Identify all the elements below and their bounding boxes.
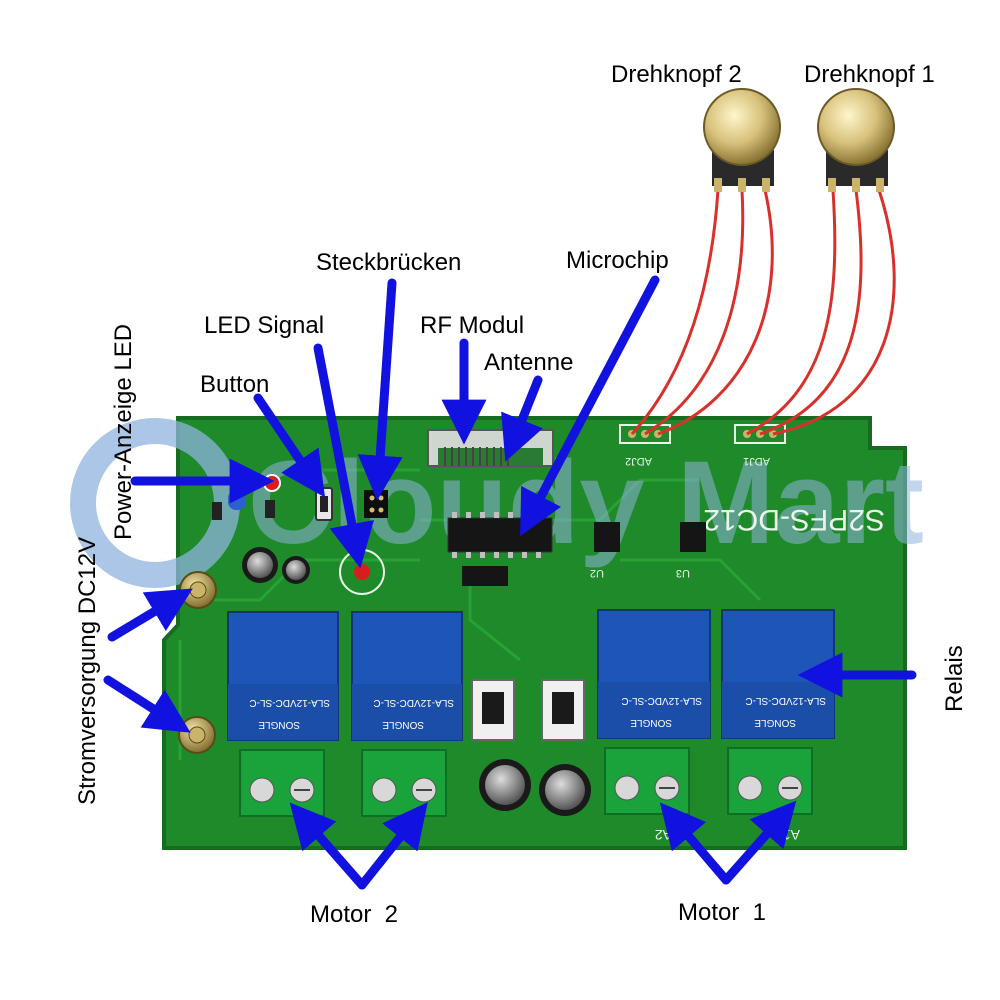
silkscreen-adj2: ADJ2 bbox=[625, 455, 652, 467]
silkscreen-u3: U3 bbox=[676, 567, 690, 579]
smd-component bbox=[212, 502, 222, 520]
smd-component bbox=[265, 500, 275, 518]
label-relais: Relais bbox=[941, 645, 968, 712]
microchip bbox=[447, 512, 553, 558]
arrow-steckbruecken bbox=[357, 278, 403, 501]
arrow-microchip bbox=[520, 275, 660, 537]
potentiometer-1 bbox=[817, 88, 895, 192]
motor2-terminal-left bbox=[239, 749, 325, 817]
label-power-anzeige-led: Power-Anzeige LED bbox=[110, 323, 137, 540]
electrolytic-capacitor-large bbox=[479, 759, 531, 811]
arrow-button bbox=[253, 393, 326, 498]
power-terminal-positive bbox=[179, 571, 217, 609]
board-model-text: S2PFS-DC12 bbox=[703, 503, 885, 536]
callout-arrows bbox=[103, 275, 917, 890]
electrolytic-capacitor-large bbox=[539, 764, 591, 816]
motor1-terminal-right bbox=[727, 747, 813, 815]
ic-u2 bbox=[594, 522, 620, 552]
arrow-power-minus bbox=[103, 675, 191, 733]
blue-capacitor bbox=[228, 490, 246, 510]
relay-brand: SONGLE bbox=[630, 717, 672, 728]
electrolytic-capacitor-small bbox=[282, 556, 310, 584]
rf-module bbox=[427, 429, 554, 467]
arrow-motor2-a bbox=[289, 802, 367, 890]
relay-3: SLA-12VDC-SL-C SONGLE bbox=[597, 609, 711, 739]
relay-brand: SONGLE bbox=[382, 719, 424, 730]
label-button: Button bbox=[200, 371, 270, 398]
label-motor-2: Motor 2 bbox=[310, 901, 399, 928]
silkscreen-a1: A1 bbox=[783, 827, 800, 843]
arrow-led-signal bbox=[313, 343, 374, 569]
relay-model: SLA-12VDC-SL-C bbox=[621, 695, 702, 706]
label-steckbruecken: Steckbrücken bbox=[316, 249, 462, 276]
relay-model: SLA-12VDC-SL-C bbox=[745, 695, 826, 706]
jumper-header bbox=[364, 490, 388, 518]
relay-1: SLA-12VDC-SL-C SONGLE bbox=[227, 611, 339, 741]
relay-model: SLA-12VDC-SL-C bbox=[373, 697, 454, 708]
electrolytic-capacitor-small bbox=[242, 547, 278, 583]
silkscreen-a2: A2 bbox=[655, 827, 672, 843]
label-led-signal: LED Signal bbox=[204, 312, 325, 339]
power-led bbox=[263, 474, 281, 492]
voltage-regulator-2 bbox=[541, 679, 585, 741]
motor1-terminal-left bbox=[604, 747, 690, 815]
relay-model: SLA-12VDC-SL-C bbox=[249, 697, 330, 708]
relay-brand: SONGLE bbox=[754, 717, 796, 728]
label-microchip: Microchip bbox=[566, 247, 669, 274]
label-motor-1: Motor 1 bbox=[678, 899, 767, 926]
relay-2: SLA-12VDC-SL-C SONGLE bbox=[351, 611, 463, 741]
smd-chip bbox=[462, 566, 508, 586]
push-button bbox=[315, 487, 333, 521]
potentiometer-2 bbox=[703, 88, 781, 192]
label-antenne: Antenne bbox=[484, 349, 574, 376]
silkscreen-u2: U2 bbox=[590, 567, 604, 579]
arrow-motor1-b bbox=[721, 800, 797, 885]
arrow-antenne bbox=[501, 375, 543, 462]
label-drehknopf-2: Drehknopf 2 bbox=[611, 61, 742, 88]
label-rf-modul: RF Modul bbox=[420, 312, 525, 339]
motor2-terminal-right bbox=[361, 749, 447, 817]
relay-brand: SONGLE bbox=[258, 719, 300, 730]
arrow-power-plus bbox=[107, 588, 193, 642]
label-stromversorgung: Stromversorgung DC12V bbox=[74, 536, 101, 805]
power-terminal-negative bbox=[178, 716, 216, 754]
arrow-motor2-b bbox=[357, 802, 428, 890]
silkscreen-adj1: ADJ1 bbox=[743, 455, 770, 467]
ic-u3 bbox=[680, 522, 706, 552]
arrow-motor1-a bbox=[659, 802, 731, 885]
label-drehknopf-1: Drehknopf 1 bbox=[804, 61, 935, 88]
voltage-regulator-1 bbox=[471, 679, 515, 741]
pot-wires bbox=[630, 189, 896, 436]
